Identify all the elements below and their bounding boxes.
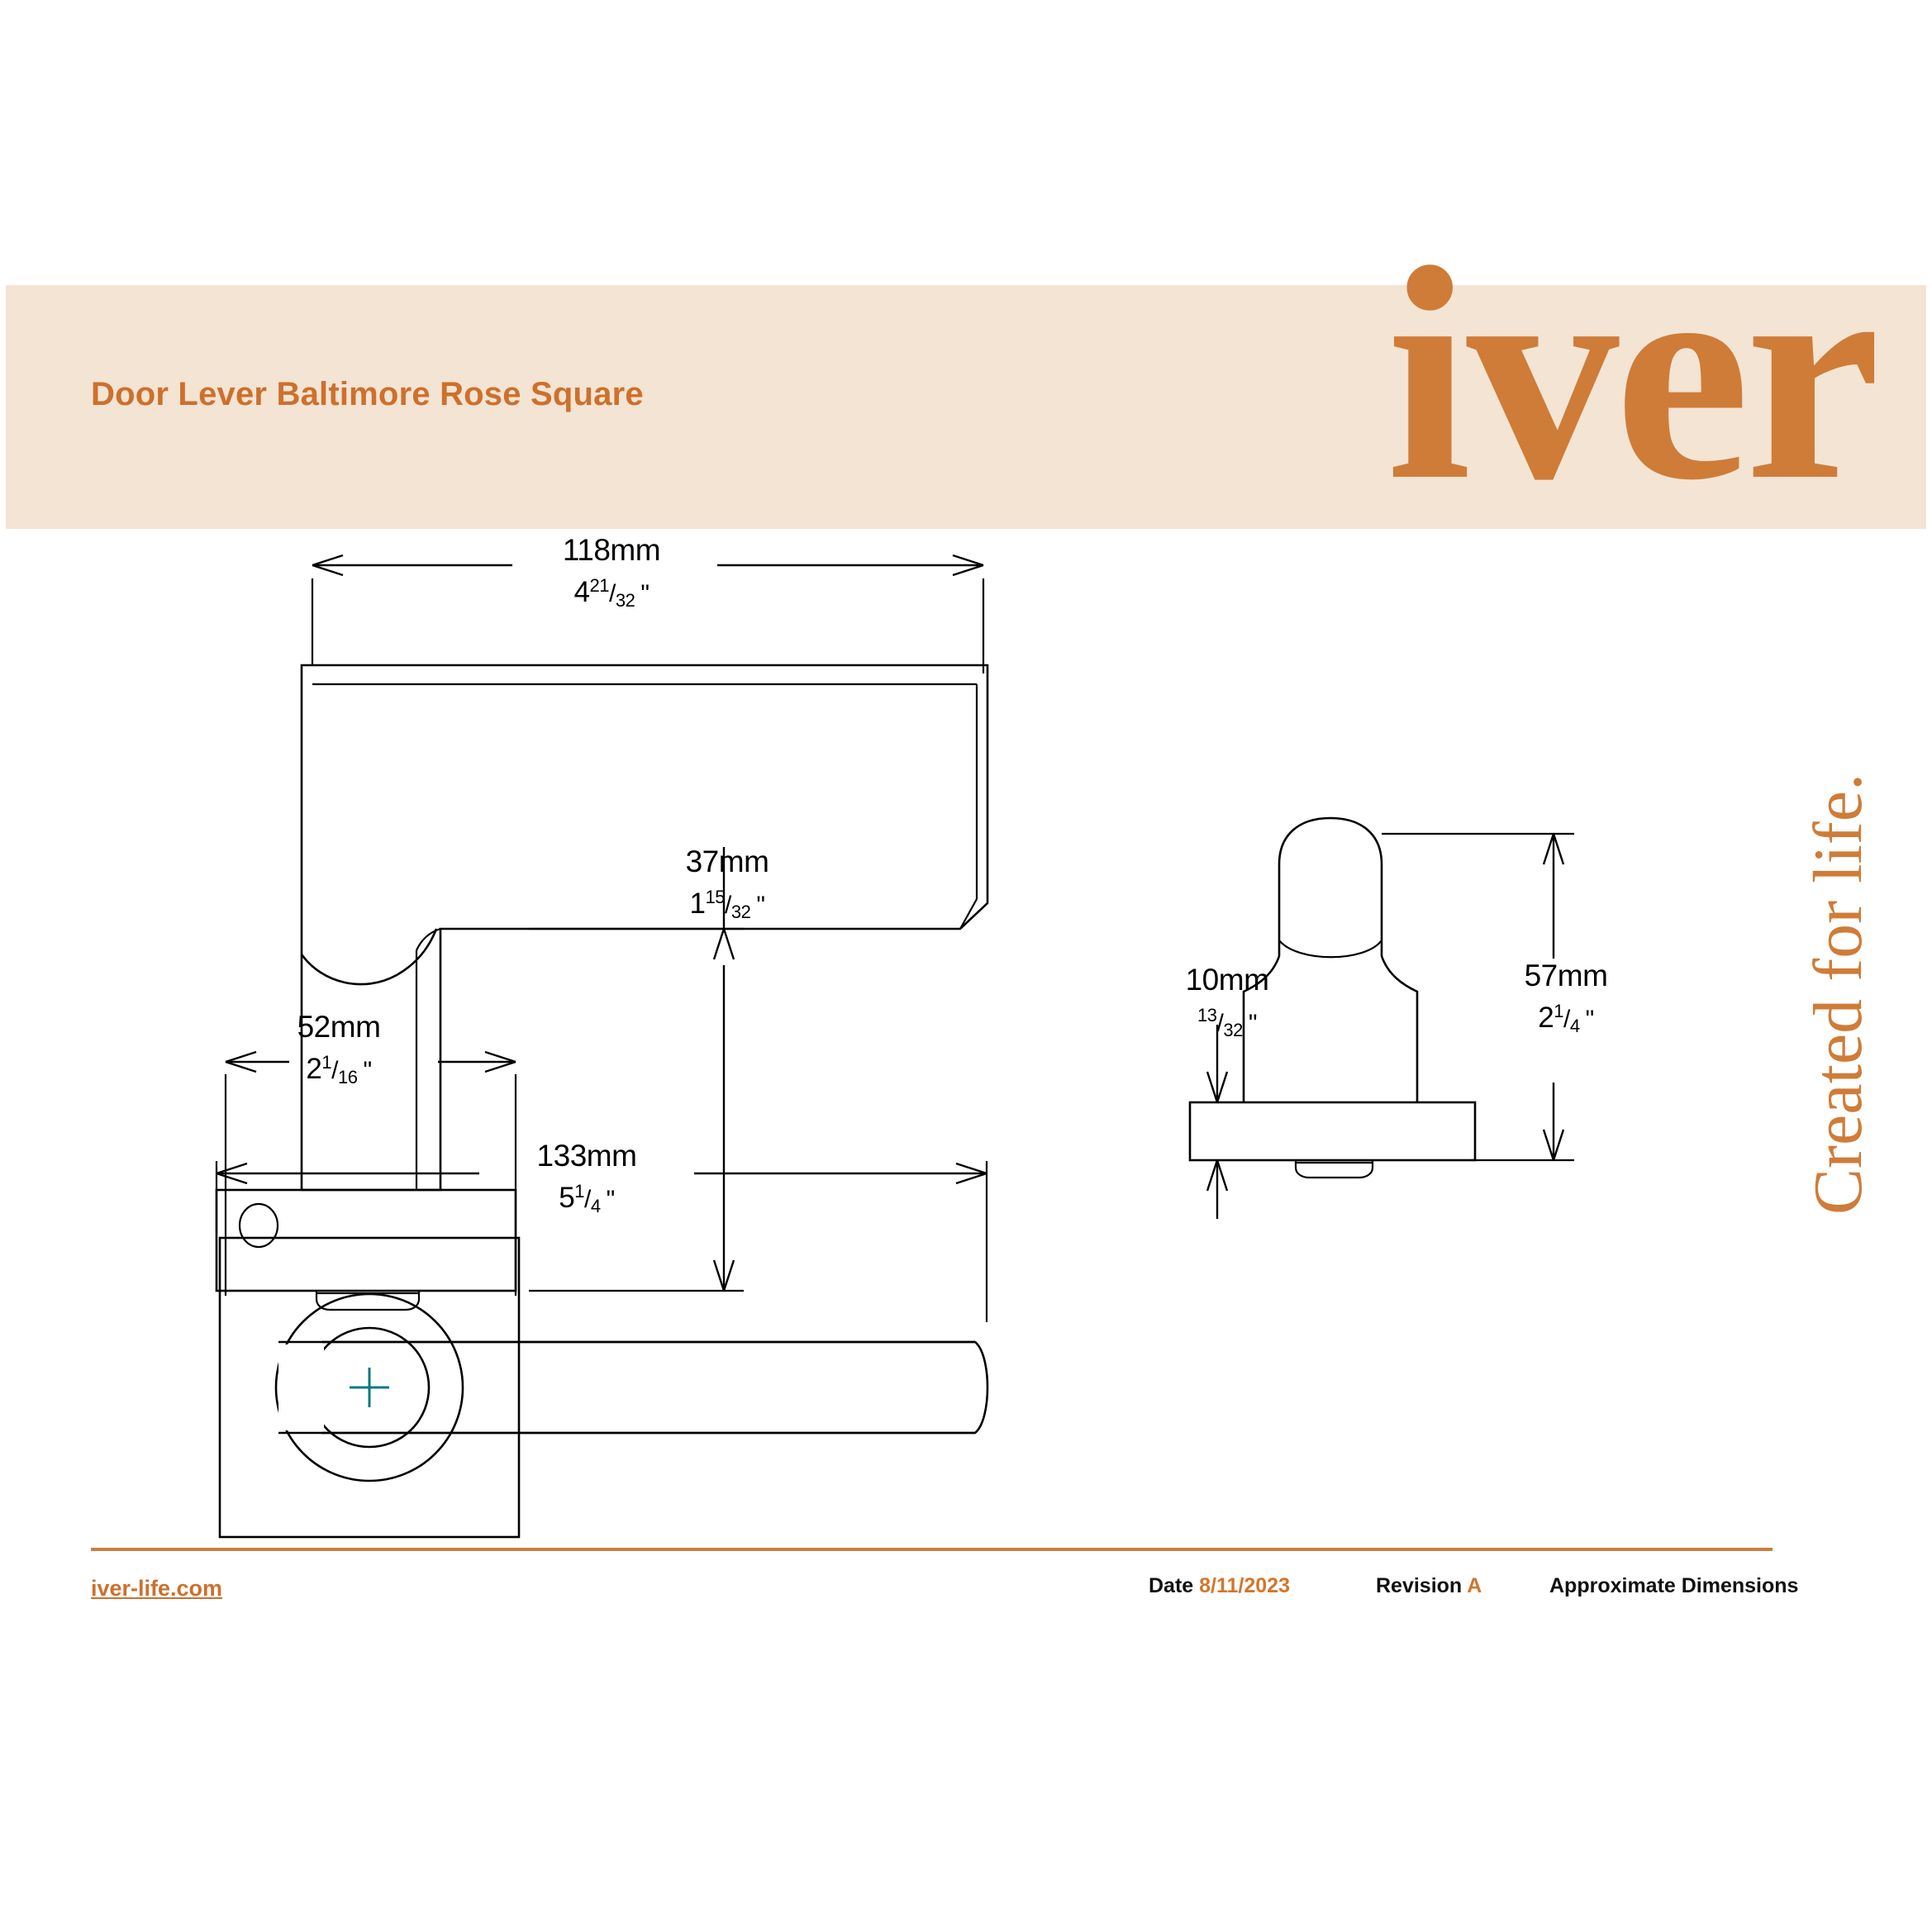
revision-value: A	[1467, 1574, 1482, 1597]
dimension-label-118mm: 118mm 421/32"	[504, 533, 719, 619]
dimension-label-57mm: 57mm 21/4"	[1483, 959, 1649, 1045]
revision-field: Revision A	[1376, 1574, 1482, 1598]
lever-bar-plan	[322, 1340, 989, 1435]
dimension-label-37mm: 37mm 115/32"	[628, 845, 826, 930]
arrowhead	[955, 1162, 987, 1185]
left-shoulder	[1242, 955, 1281, 1102]
date-label: Date	[1149, 1574, 1194, 1597]
bar-corner-chamfer	[959, 898, 978, 930]
dimension-mm: 37mm	[685, 845, 769, 878]
header-band	[6, 285, 1926, 529]
dimension-inch: 51/4"	[559, 1181, 615, 1216]
revision-label: Revision	[1376, 1574, 1463, 1597]
iver-logo: iver	[1386, 238, 1876, 511]
date-field: Date 8/11/2023	[1149, 1574, 1290, 1598]
lever-cap-arc	[1278, 940, 1382, 959]
right-shoulder	[1380, 955, 1419, 1102]
dimension-mm: 57mm	[1524, 959, 1608, 992]
dimension-mm: 10mm	[1185, 963, 1269, 997]
neck-fillet	[416, 927, 441, 951]
dimension-label-133mm: 133mm 51/4"	[479, 1139, 694, 1225]
fixing-hole	[238, 1202, 279, 1249]
spindle-boss-front	[1294, 1160, 1374, 1179]
arrowhead	[484, 1050, 516, 1073]
dimension-inch: 21/16"	[306, 1052, 372, 1087]
view-side-elevation	[215, 554, 989, 1311]
dimension-mm: 118mm	[562, 533, 661, 567]
arrowhead	[216, 1162, 248, 1185]
website-link[interactable]: iver-life.com	[91, 1576, 223, 1601]
arrowhead	[312, 554, 344, 577]
dimension-inch: 421/32"	[573, 575, 650, 611]
lever-underside-fillet	[300, 928, 438, 986]
arrowhead	[1542, 1129, 1565, 1161]
rose-plate-front	[1188, 1101, 1477, 1162]
dimension-inch: 115/32"	[689, 887, 765, 922]
dimension-inch: 21/4"	[1538, 1001, 1594, 1036]
page-title: Door Lever Baltimore Rose Square	[91, 376, 644, 412]
dimension-label-52mm: 52mm 21/16"	[240, 1010, 438, 1096]
view-front-elevation	[1188, 816, 1574, 1219]
footer-meta: Date 8/11/2023 Revision A Approximate Di…	[1149, 1574, 1810, 1607]
arrowhead	[712, 1259, 735, 1292]
arrowhead	[1542, 833, 1565, 865]
lever-overlap-mask	[278, 1344, 324, 1430]
arrowhead	[1206, 1159, 1229, 1192]
dimension-label-10mm: 10mm 13/32"	[1144, 963, 1310, 1049]
dimension-mm: 52mm	[297, 1010, 381, 1044]
dimension-inch: 13/32"	[1197, 1005, 1257, 1040]
arrowhead	[952, 554, 984, 577]
lever-top-round	[1278, 816, 1383, 956]
date-value: 8/11/2023	[1199, 1574, 1290, 1597]
arrowhead	[1206, 1071, 1229, 1103]
dimension-mm: 133mm	[536, 1139, 637, 1173]
rose-plate-plan	[218, 1236, 521, 1539]
spindle-boss	[315, 1291, 421, 1311]
view-plan	[215, 1161, 989, 1539]
approximate-dimensions-note: Approximate Dimensions	[1549, 1574, 1799, 1597]
arrowhead	[712, 928, 735, 960]
footer-divider	[91, 1548, 1773, 1551]
arrowhead	[225, 1050, 257, 1073]
rose-outer-circle	[274, 1292, 464, 1482]
